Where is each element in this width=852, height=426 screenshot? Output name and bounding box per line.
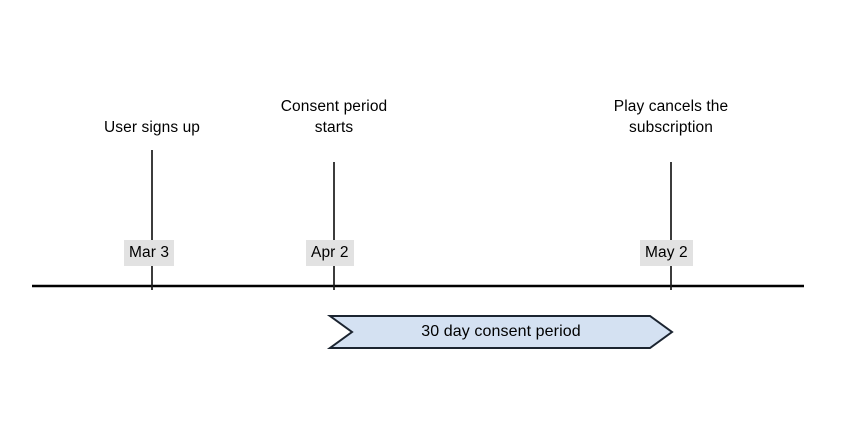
event-label-play-cancels-subscription: Play cancels the subscription (613, 98, 729, 136)
event-date-chip-user-signs-up: Mar 3 (124, 240, 175, 266)
event-label-consent-period-starts: Consent period starts (280, 98, 388, 136)
event-date-chip-play-cancels-subscription: May 2 (640, 240, 693, 266)
event-date-chip-consent-period-starts: Apr 2 (306, 240, 354, 266)
consent-period-banner-label: 30 day consent period (421, 323, 581, 340)
event-label-user-signs-up: User signs up (103, 119, 201, 136)
consent-period-banner-shape (326, 315, 674, 349)
